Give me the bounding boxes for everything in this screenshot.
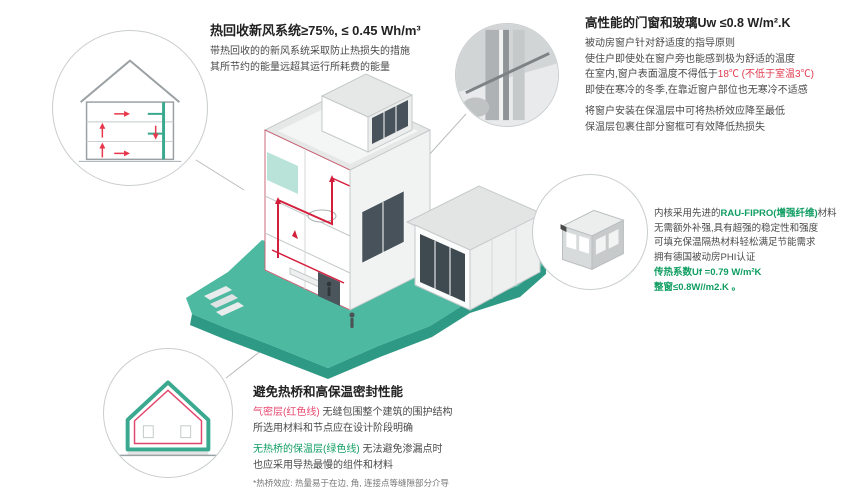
thermal-line-1: 气密层(红色线) 无缝包围整个建筑的围护结构	[253, 405, 563, 421]
thermal-title: 避免热桥和高保温密封性能	[253, 385, 404, 399]
thermal-line-3-text: 无法避免渗漏点时	[359, 444, 443, 455]
thermal-line-1-text: 无缝包围整个建筑的围护结构	[319, 407, 453, 418]
windows-temp-highlight: 18℃ (不低于室温3℃)	[717, 69, 814, 80]
house-cutaway	[263, 73, 545, 328]
airtight-layer-label: 气密层(红色线)	[253, 407, 320, 418]
thermal-line-3: 无热桥的保温层(绿色线) 无法避免渗漏点时	[253, 442, 563, 458]
profile-uw-value: 整窗≤0.8W//m2.K 。	[654, 281, 742, 293]
profile-line-1-text-c: 材料	[817, 208, 837, 219]
profile-line-2: 无需额外补强,具有超强的稳定性和强度	[654, 222, 819, 234]
window-corner-detail-circle	[455, 23, 559, 127]
hrv-text-block: 热回收新风系统≥75%, ≤ 0.45 Wh/m³ 带热回收的的新风系统采取防止…	[210, 20, 470, 75]
profile-material-highlight: RAU-FIPRO(增强纤维)	[720, 208, 818, 219]
profile-line-1-text-a: 内核采用先进的	[654, 208, 721, 219]
thermal-line-2: 所选用材料和节点应在设计阶段明确	[253, 422, 413, 434]
profile-line-3: 可填充保温隔热材料轻松满足节能需求	[654, 237, 816, 249]
insulation-layer-label: 无热桥的保温层(绿色线)	[253, 444, 360, 455]
window-corner-section-drawing	[456, 24, 558, 126]
thermal-footnote: *热桥效应: 热量易于在边, 角, 连接点等缝隙部分介导	[253, 478, 449, 488]
profile-text-block: 内核采用先进的RAU-FIPRO(增强纤维)材料 无需额外补强,具有超强的稳定性…	[654, 207, 865, 295]
profile-line-1: 内核采用先进的RAU-FIPRO(增强纤维)材料	[654, 207, 865, 222]
window-profile-3d-drawing	[560, 209, 625, 271]
profile-uf-value: 传热系数Uf =0.79 W/m²K	[654, 266, 762, 278]
thermal-line-4: 也应采用导热最慢的组件和材料	[253, 459, 393, 471]
hrv-body-line-2: 其所节约的能量远超其运行所耗费的能量	[210, 61, 390, 73]
windows-line-2: 使住户即使处在窗户旁也能感到极为舒适的温度	[585, 53, 795, 65]
windows-line-3-text: 在室内,窗户表面温度不得低于	[585, 69, 718, 80]
airflow-arrows	[99, 110, 159, 158]
windows-line-3: 在室内,窗户表面温度不得低于18℃ (不低于室温3℃)	[585, 67, 861, 83]
windows-line-1: 被动房窗户针对舒适度的指导原则	[585, 38, 735, 49]
thermal-text-block: 避免热桥和高保温密封性能 气密层(红色线) 无缝包围整个建筑的围护结构 所选用材…	[253, 381, 563, 489]
hrv-detail-circle	[52, 30, 208, 186]
windows-title: 高性能的门窗和玻璃Uw ≤0.8 W/m².K	[585, 16, 791, 30]
human-figures	[326, 281, 355, 328]
profile-line-4: 拥有德国被动房PHI认证	[654, 252, 756, 264]
hrv-house-cross-section	[78, 59, 182, 162]
windows-line-6: 保温层包裹住部分窗框可有效降低热损失	[585, 121, 765, 133]
insulation-airtight-house-outline	[117, 380, 219, 457]
hrv-title: 热回收新风系统≥75%, ≤ 0.45 Wh/m³	[210, 23, 421, 38]
hrv-body-line-1: 带热回收的的新风系统采取防止热损失的措施	[210, 46, 410, 57]
windows-text-block: 高性能的门窗和玻璃Uw ≤0.8 W/m².K 被动房窗户针对舒适度的指导原则 …	[585, 12, 861, 135]
windows-line-4: 即使在寒冷的冬季,在靠近窗户部位也无寒冷不适感	[585, 84, 808, 96]
windows-line-5: 将窗户安装在保温层中可将热桥效应降至最低	[585, 106, 785, 117]
window-profile-circle	[532, 174, 648, 290]
thermal-detail-circle	[103, 348, 233, 478]
